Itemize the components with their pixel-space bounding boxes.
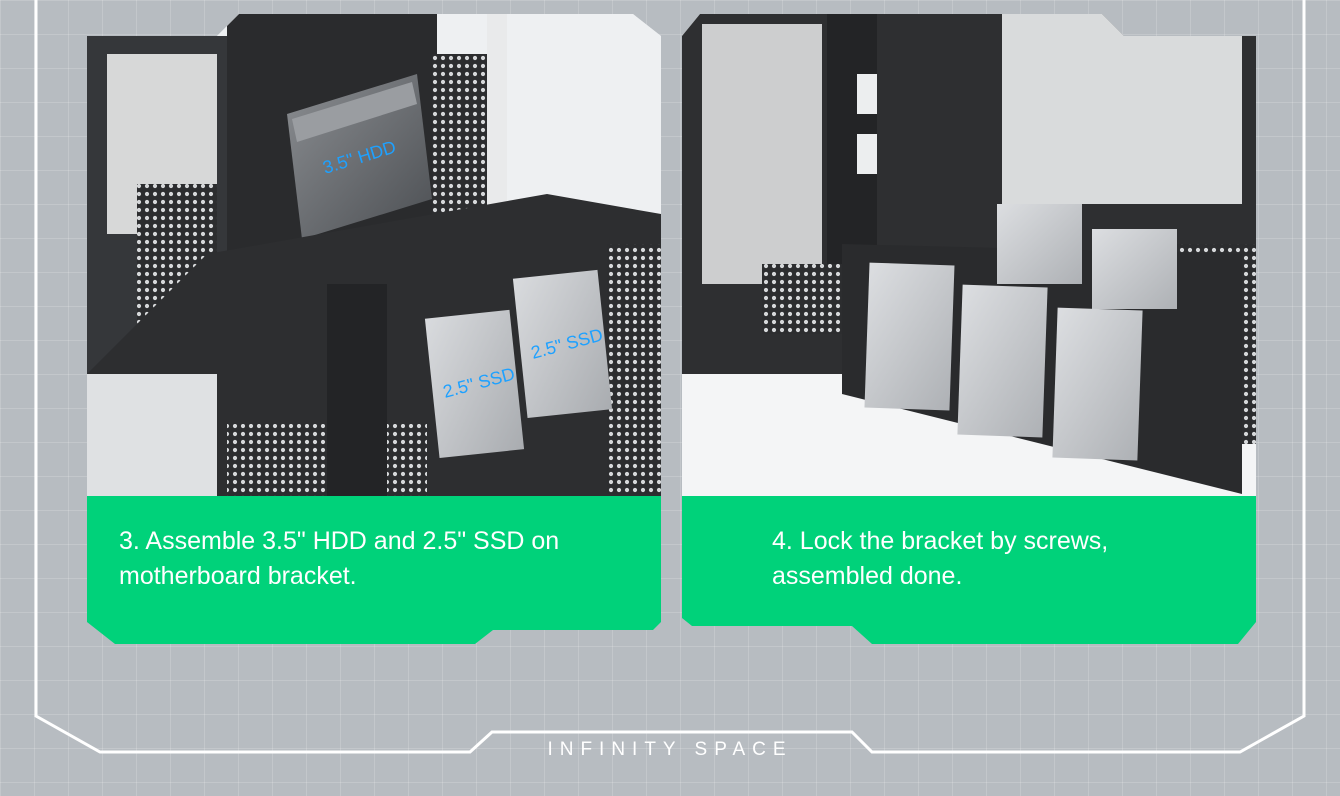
step-4-photo [682,14,1256,496]
step-3-caption-panel: 3. Assemble 3.5" HDD and 2.5" SSD on mot… [87,496,661,644]
step-3-card: 3.5" HDD 2.5" SSD 2.5" SSD 3. Assemble 3… [87,14,661,644]
step-4-caption-panel: 4. Lock the bracket by screws, assembled… [682,496,1256,644]
step-3-photo: 3.5" HDD 2.5" SSD 2.5" SSD [87,14,661,496]
brand-footer-label: INFINITY SPACE [547,739,793,760]
step-4-card: 4. Lock the bracket by screws, assembled… [682,14,1256,644]
step-3-caption: 3. Assemble 3.5" HDD and 2.5" SSD on mot… [119,527,560,590]
step-4-caption: 4. Lock the bracket by screws, assembled… [772,527,1109,590]
